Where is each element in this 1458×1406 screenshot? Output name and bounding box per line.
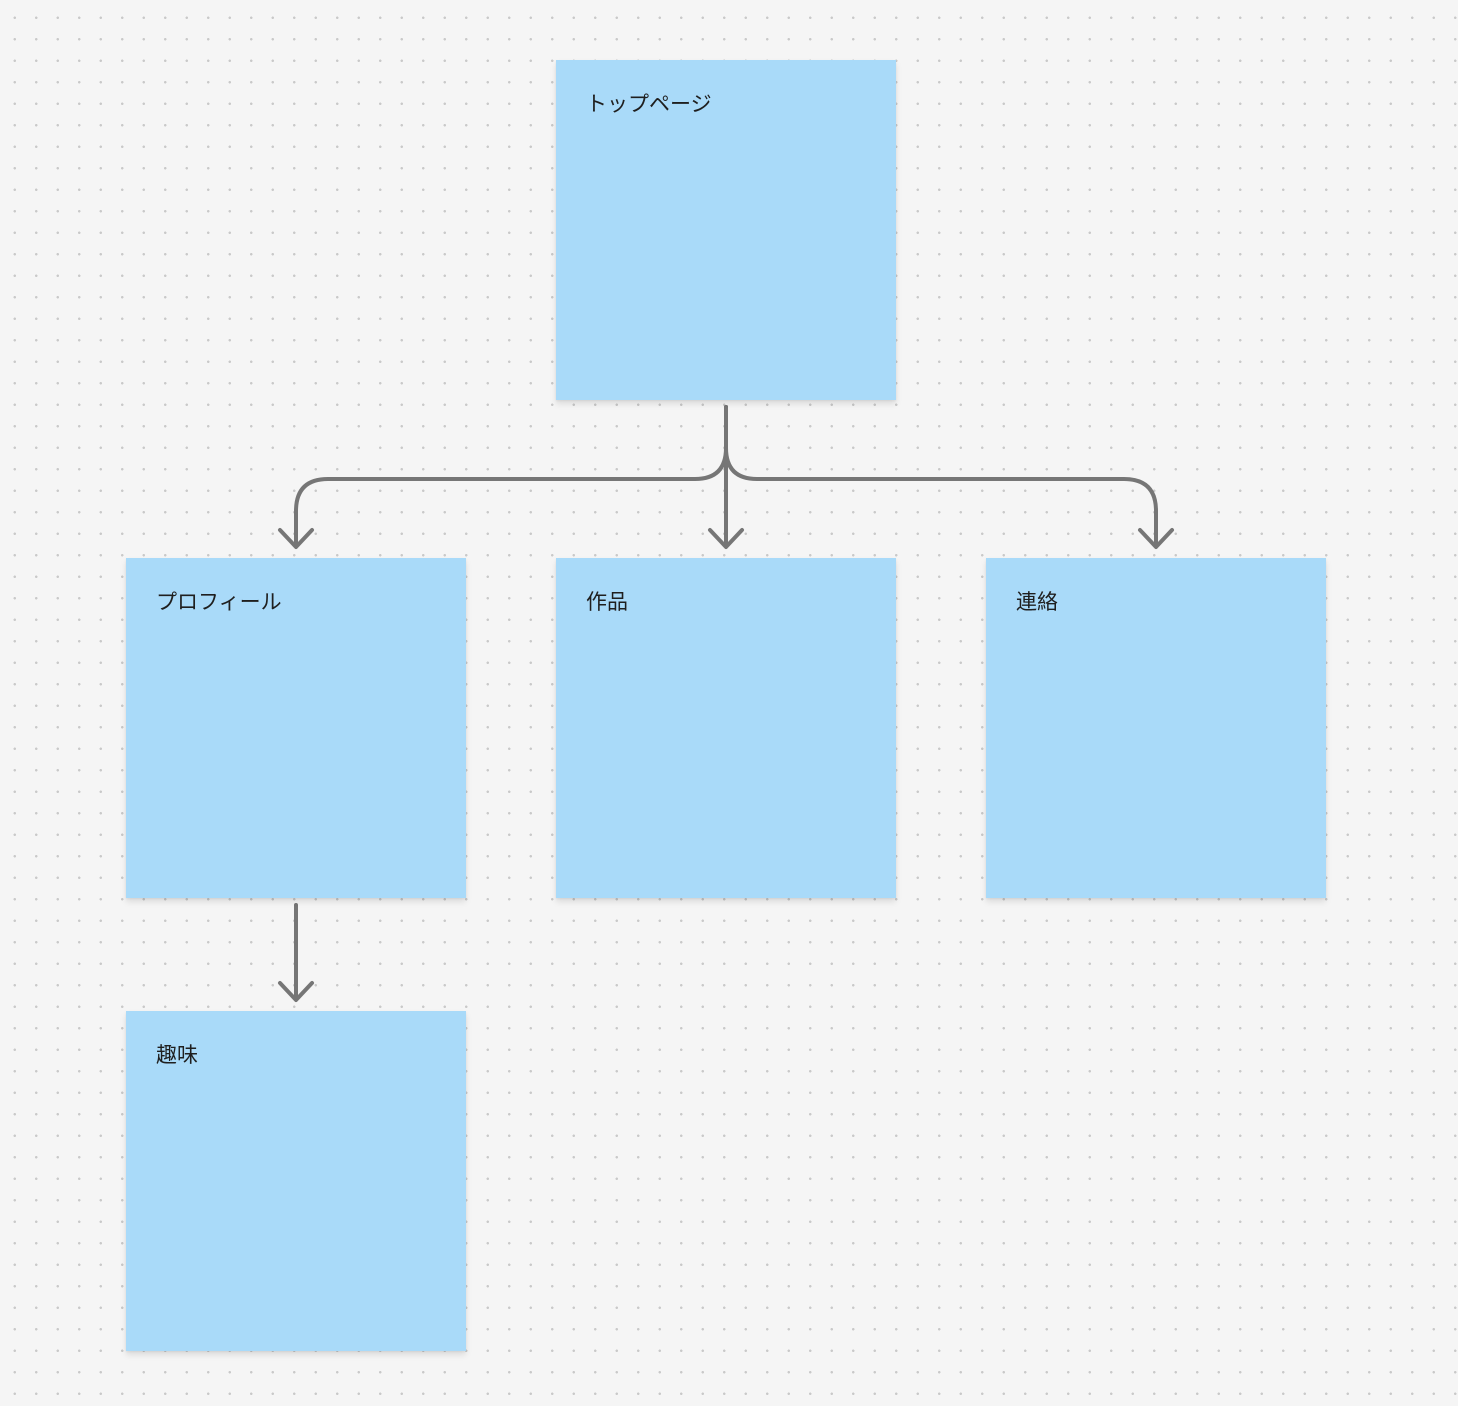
sticky-note-contact[interactable]: 連絡 xyxy=(986,558,1326,898)
arrowhead-hobby xyxy=(278,981,314,1002)
connector-top-to-contact[interactable] xyxy=(724,405,1158,548)
sticky-note-works[interactable]: 作品 xyxy=(556,558,896,898)
sticky-note-label: トップページ xyxy=(586,92,712,116)
sticky-note-hobby[interactable]: 趣味 xyxy=(126,1011,466,1351)
sticky-note-label: 作品 xyxy=(586,590,628,614)
connector-top-to-profile[interactable] xyxy=(294,405,728,548)
arrowhead-works xyxy=(708,528,744,549)
sticky-note-top-page[interactable]: トップページ xyxy=(556,60,896,400)
sticky-note-profile[interactable]: プロフィール xyxy=(126,558,466,898)
sticky-note-label: 趣味 xyxy=(156,1043,198,1067)
arrowhead-contact xyxy=(1138,528,1174,549)
sticky-note-label: 連絡 xyxy=(1016,590,1058,614)
arrowhead-profile xyxy=(278,528,314,549)
sticky-note-label: プロフィール xyxy=(156,590,282,614)
